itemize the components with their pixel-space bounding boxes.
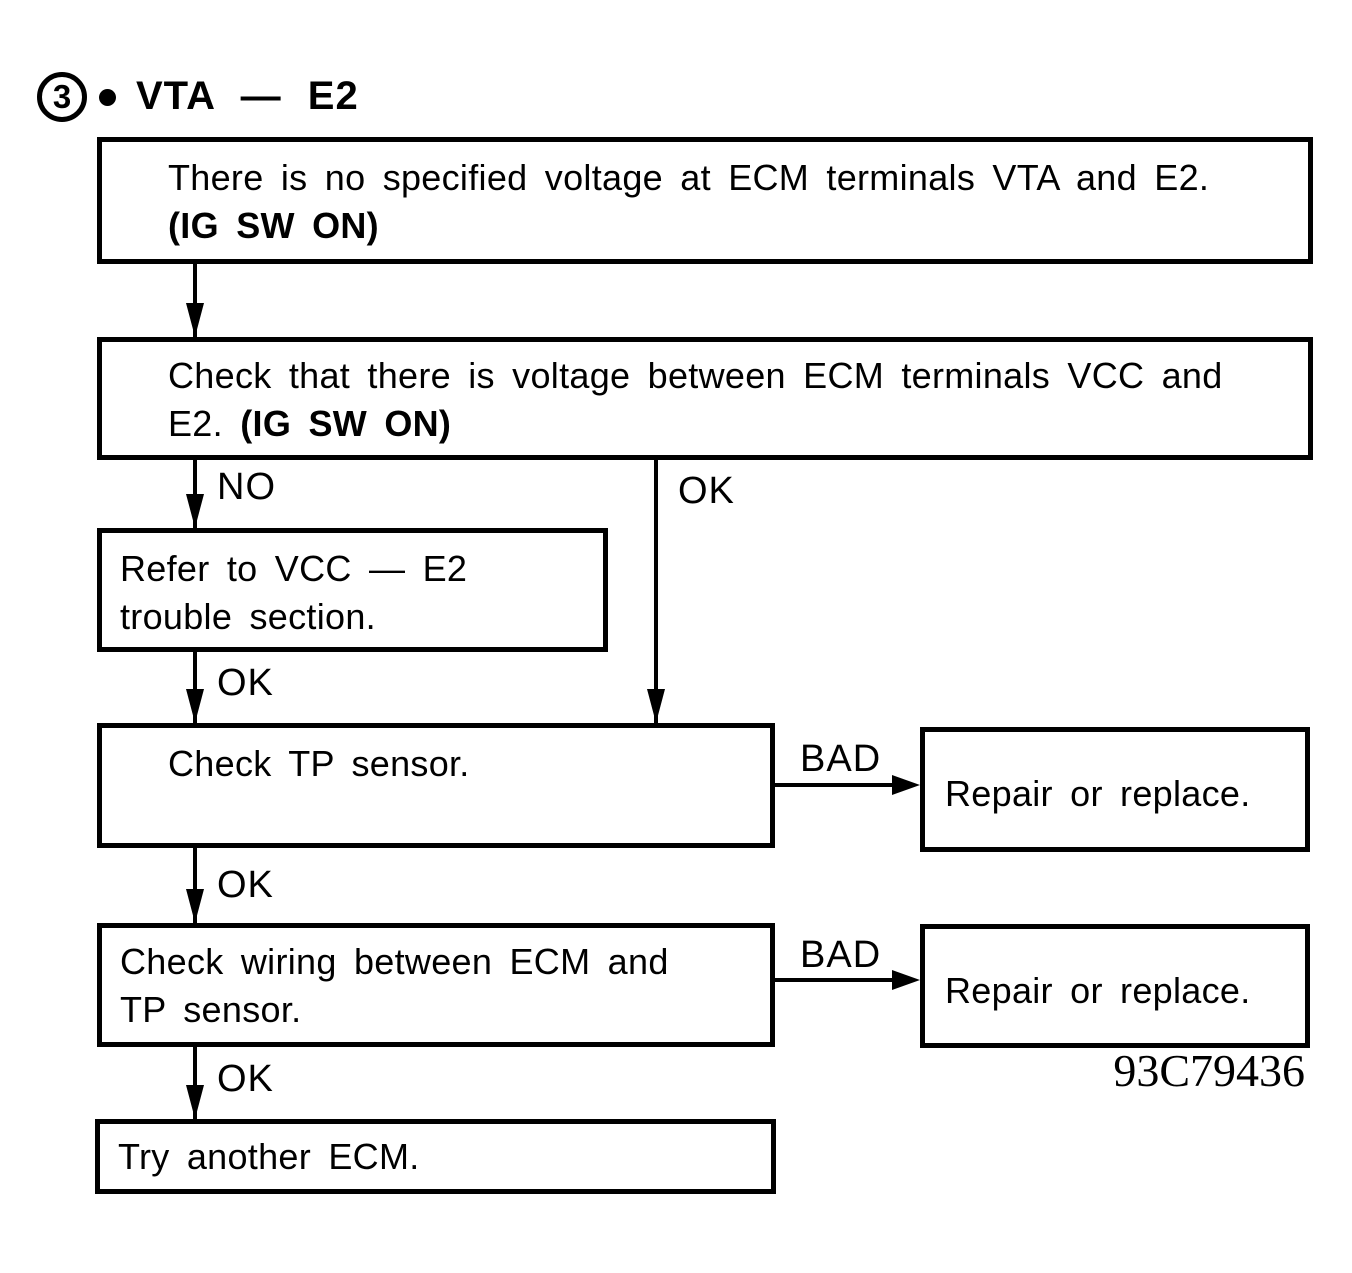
node-checkvcc-line2-normal: E2. — [168, 403, 241, 444]
connector-checktp-to-wiring — [193, 848, 197, 923]
node-check-wiring: Check wiring between ECM and TP sensor. — [97, 923, 775, 1047]
node-tryecm-text: Try another ECM. — [118, 1135, 420, 1177]
connector-wiring-to-tryecm — [193, 1047, 197, 1119]
arrowhead-wiring-to-tryecm — [186, 1085, 204, 1119]
arrowhead-checktp-to-repair1 — [892, 775, 920, 795]
node-start-condition: There is no specified voltage at ECM ter… — [97, 137, 1313, 264]
figure-code: 93C79436 — [1113, 1045, 1305, 1096]
arrowhead-checktp-to-wiring — [186, 889, 204, 923]
label-bad-1: BAD — [800, 738, 882, 780]
node-check-tp-sensor: Check TP sensor. — [97, 723, 775, 848]
arrowhead-no-to-refer — [186, 494, 204, 528]
node-repair-or-replace-2: Repair or replace. — [920, 924, 1310, 1048]
arrowhead-ok-to-checktp-right — [647, 689, 665, 723]
node-checkvcc-line2-bold: (IG SW ON) — [240, 403, 452, 444]
node-repair2-text: Repair or replace. — [945, 970, 1251, 1011]
node-wiring-line2: TP sensor. — [120, 989, 302, 1030]
connector-wiring-to-repair2 — [775, 978, 895, 982]
node-refer-vcc-e2: Refer to VCC — E2 trouble section. — [97, 528, 608, 652]
node-refer-line2: trouble section. — [120, 596, 376, 637]
node-repair-or-replace-1: Repair or replace. — [920, 727, 1310, 852]
arrowhead-wiring-to-repair2 — [892, 970, 920, 990]
node-try-another-ecm: Try another ECM. — [95, 1119, 776, 1194]
step-number: 3 — [52, 78, 72, 115]
connector-start-to-checkvcc — [193, 264, 197, 337]
connector-ok-to-checktp-right — [654, 460, 658, 723]
step-number-badge: 3 — [37, 72, 87, 122]
node-checkvcc-line1: Check that there is voltage between ECM … — [168, 355, 1223, 396]
node-start-line2: (IG SW ON) — [168, 205, 379, 246]
node-wiring-line1: Check wiring between ECM and — [120, 941, 669, 982]
node-check-vcc-voltage: Check that there is voltage between ECM … — [97, 337, 1313, 460]
node-start-line1: There is no specified voltage at ECM ter… — [168, 157, 1210, 198]
connector-refer-to-checktp — [193, 652, 197, 723]
connector-checktp-to-repair1 — [775, 783, 895, 787]
node-checkvcc-line2: E2. (IG SW ON) — [168, 400, 1308, 448]
arrowhead-refer-to-checktp — [186, 689, 204, 723]
label-ok-4: OK — [217, 1058, 274, 1100]
label-ok-right: OK — [678, 470, 735, 512]
label-ok-3: OK — [217, 864, 274, 906]
node-refer-line1: Refer to VCC — E2 — [120, 548, 468, 589]
flow-title: VTA — E2 — [136, 74, 359, 118]
label-ok-2: OK — [217, 662, 274, 704]
node-repair1-text: Repair or replace. — [945, 773, 1251, 814]
node-checktp-text: Check TP sensor. — [168, 743, 470, 784]
arrowhead-start-to-checkvcc — [186, 303, 204, 337]
label-bad-2: BAD — [800, 934, 882, 976]
label-no: NO — [217, 466, 276, 508]
bullet-icon — [99, 89, 116, 106]
